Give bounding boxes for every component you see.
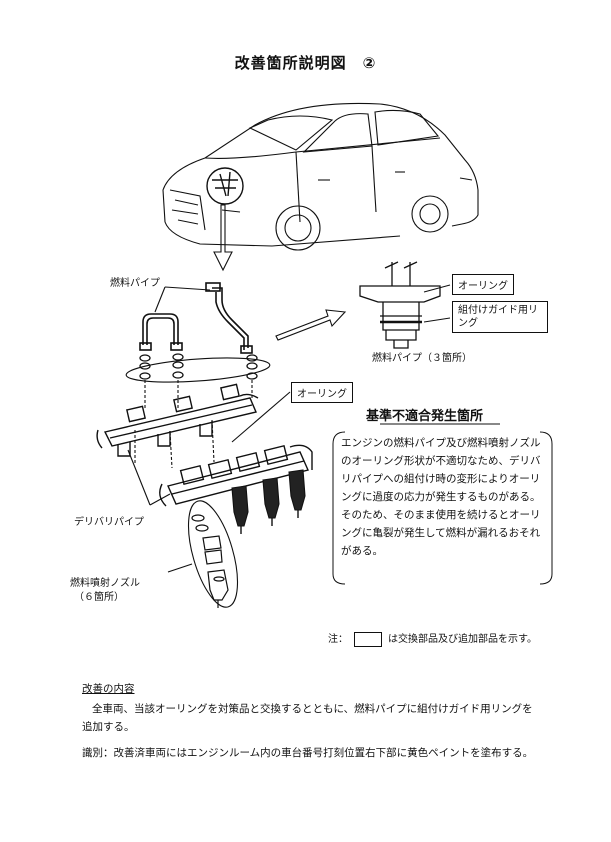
injector-oval: [187, 500, 239, 608]
improvement-text: 全車両、当該オーリングを対策品と交換するとともに、燃料パイプに組付けガイド用リン…: [82, 703, 533, 733]
note-box: [354, 631, 382, 647]
injector-label: 燃料噴射ノズル: [70, 578, 140, 589]
hollow-arrow-down: [213, 204, 233, 272]
guide-ring-label: 組付けガイド用リング: [452, 301, 548, 333]
note-suffix: は交換部品及び追加部品を示す。: [388, 634, 537, 645]
defect-text: エンジンの燃料パイプ及び燃料噴射ノズルのオーリング形状が不適切なため、デリバリパ…: [341, 437, 541, 557]
legend-note: 注： は交換部品及び追加部品を示す。: [328, 630, 537, 647]
o-ring-label-mid: オーリング: [291, 382, 353, 403]
fuel-pipe-label: 燃料パイプ: [110, 278, 160, 289]
fuel-pipe-count-label: 燃料パイプ（３箇所）: [372, 353, 472, 364]
upper-delivery-pipe: [96, 383, 259, 457]
o-ring-label-top: オーリング: [452, 274, 514, 295]
delivery-pipe-label: デリバリパイプ: [74, 517, 144, 528]
hollow-arrow-right: [275, 309, 347, 341]
fuel-pipe-drawing: [139, 282, 253, 354]
car-illustration: [162, 102, 479, 251]
lower-delivery-pipe: [159, 444, 313, 507]
injector-shape: [231, 485, 249, 527]
note-prefix: 注：: [328, 634, 348, 645]
o-ring-oval: [125, 357, 271, 383]
injector-count-label: （６箇所）: [74, 592, 124, 603]
improvement-heading: 改善の内容: [82, 683, 135, 695]
callout-bracket: [332, 431, 346, 585]
identification-text: 識別：改善済車両にはエンジンルーム内の車台番号打刻位置右下部に黄色ペイントを塗布…: [82, 747, 534, 759]
fuel-pipe-detail: [359, 261, 441, 349]
page-title: 改善箇所説明図 ②: [234, 54, 377, 72]
defect-description: エンジンの燃料パイプ及び燃料噴射ノズルのオーリング形状が不適切なため、デリバリパ…: [333, 432, 555, 584]
defect-heading: 基準不適合発生箇所: [366, 409, 484, 424]
